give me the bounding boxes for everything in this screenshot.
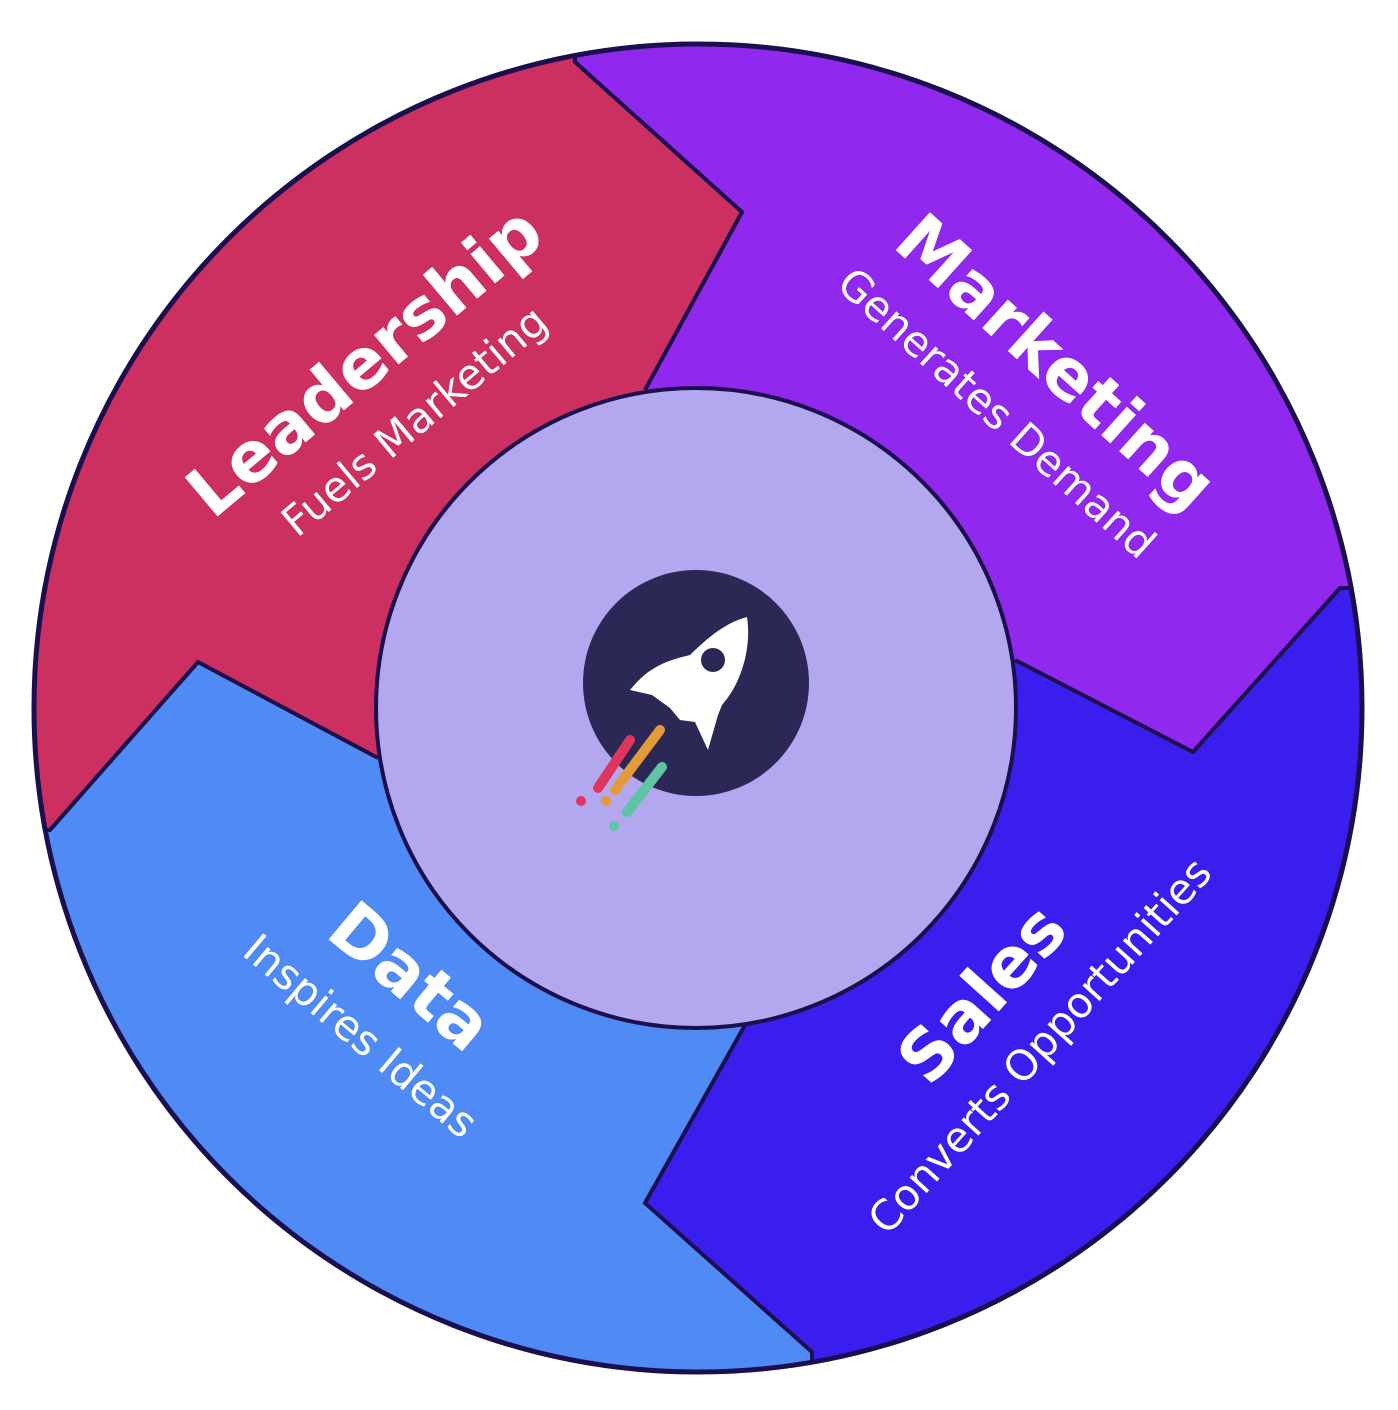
outer-ring (31, 41, 1365, 1375)
rocket-icon (576, 617, 749, 831)
